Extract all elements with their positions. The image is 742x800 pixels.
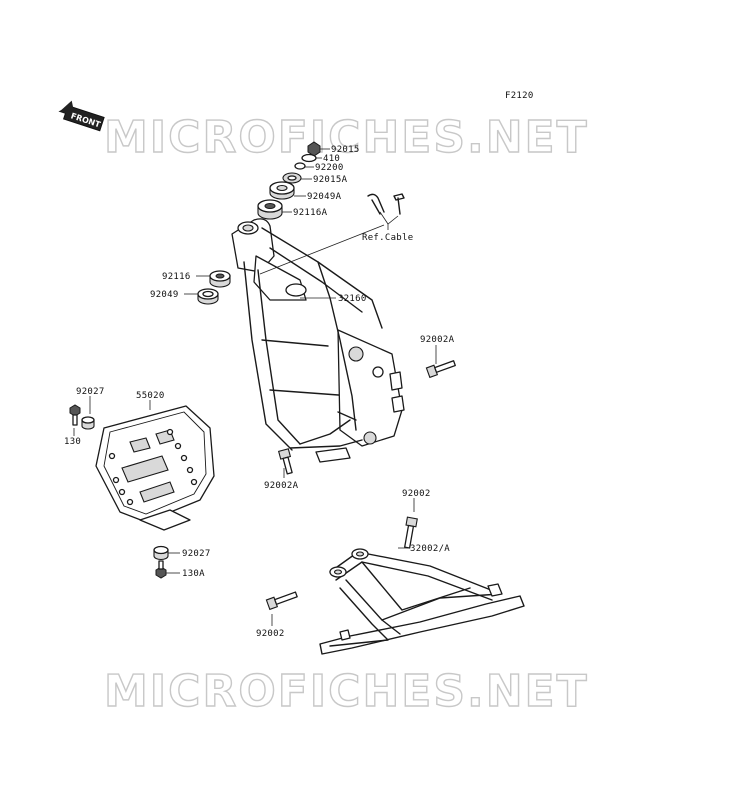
label-92002a-right: 92002A bbox=[420, 335, 455, 345]
bolt-92002a-bottom bbox=[277, 448, 293, 475]
label-92049a: 92049A bbox=[307, 192, 342, 202]
rear-subframe-32002a bbox=[319, 548, 525, 655]
label-32002a: 32002/A bbox=[410, 544, 450, 554]
cable-clamps bbox=[367, 193, 405, 215]
label-92049: 92049 bbox=[150, 290, 179, 300]
main-frame-32160 bbox=[231, 218, 405, 463]
bolt-92002-top bbox=[404, 516, 418, 549]
nut-92015 bbox=[307, 141, 321, 157]
label-92002a-bottom: 92002A bbox=[264, 481, 299, 491]
label-92015: 92015 bbox=[331, 145, 360, 155]
skid-plate-55020 bbox=[95, 405, 215, 531]
collar-92027-bottom bbox=[153, 545, 169, 561]
label-410: 410 bbox=[323, 154, 340, 164]
label-92002-top: 92002 bbox=[402, 489, 431, 499]
bolt-92002-bottom bbox=[265, 591, 298, 611]
label-130: 130 bbox=[64, 437, 81, 447]
washer-410 bbox=[301, 153, 317, 163]
label-130a: 130A bbox=[182, 569, 205, 579]
figure-code: F2120 bbox=[505, 91, 534, 101]
label-55020: 55020 bbox=[136, 391, 165, 401]
leader-lines bbox=[73, 148, 437, 626]
front-arrow-icon: FRONT bbox=[58, 100, 105, 132]
label-92116: 92116 bbox=[162, 272, 191, 282]
label-92116a: 92116A bbox=[293, 208, 328, 218]
label-92002-bottom: 92002 bbox=[256, 629, 285, 639]
bearing-stack bbox=[257, 141, 321, 220]
label-ref-cable: Ref.Cable bbox=[362, 233, 413, 243]
lower-bearings bbox=[197, 270, 231, 305]
label-92027-bottom: 92027 bbox=[182, 549, 211, 559]
bolt-92002a-right bbox=[425, 360, 456, 379]
watermark-bottom: MICROFICHES.NET bbox=[104, 666, 589, 717]
bolt-130 bbox=[69, 404, 81, 426]
watermark-top: MICROFICHES.NET bbox=[104, 112, 589, 163]
label-92015a: 92015A bbox=[313, 175, 348, 185]
label-92200: 92200 bbox=[315, 163, 344, 173]
collar-92027-top bbox=[81, 416, 95, 430]
label-92027-top: 92027 bbox=[76, 387, 105, 397]
washer-92200 bbox=[294, 162, 306, 170]
label-32160: 32160 bbox=[338, 294, 367, 304]
bolt-130a bbox=[155, 560, 167, 579]
